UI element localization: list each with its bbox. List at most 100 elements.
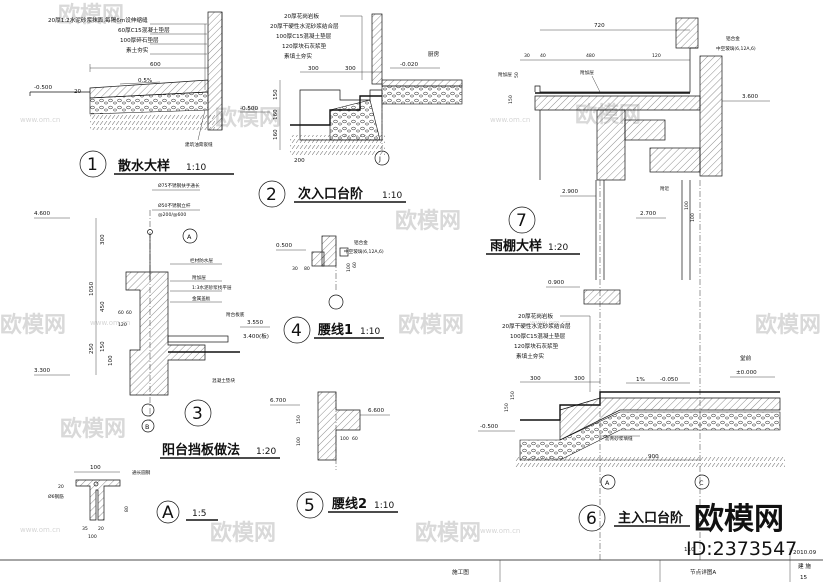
canopy-label-near: 附近: [660, 185, 670, 192]
canopy-label-add: 附加层: [498, 71, 512, 78]
step2-level-indoor: -0.020: [400, 62, 418, 68]
main-step-layer-4: 120厚块石灰浆垫: [514, 342, 559, 350]
title-block: 施工图 节点详图A 110 2010.09 建 施 15: [0, 547, 823, 582]
watermark-url: www.om.cn: [490, 116, 530, 124]
apron-dim-20: 20: [74, 89, 82, 95]
step2-layer-1: 20厚花岗岩板: [284, 12, 319, 20]
parapet-dim-150: 150: [100, 341, 106, 352]
detail-3-scale: 1:20: [256, 447, 276, 457]
step2-dim-riser2: 160: [273, 109, 279, 120]
step2-dim-base: 200: [294, 158, 305, 164]
detail-7-number: 7: [516, 211, 527, 231]
step2-axis-bubble: [374, 150, 390, 166]
waist1-dim-100: 100: [346, 263, 352, 272]
canopy-level-top: 3.600: [742, 94, 758, 100]
title-drawing-name: 节点详图A: [690, 568, 716, 576]
detail-4-badge: [283, 316, 311, 344]
watermark-url: www.om.cn: [20, 526, 60, 534]
main-step-note: 沥青砂浆填缝: [605, 435, 633, 442]
main-step-room: 堂前: [740, 354, 752, 362]
watermark-text: 欧模网: [395, 208, 461, 234]
detail-2-scale: 1:10: [382, 191, 402, 201]
watermark-text: 欧模网: [0, 312, 66, 338]
waist1-dim-80: 80: [304, 266, 310, 272]
apron-layer-4: 素土夯实: [126, 46, 149, 54]
main-step-dim-150b: 150: [510, 391, 516, 400]
step2-room: 厨房: [428, 50, 440, 58]
detailA-dim-35: 35: [82, 526, 88, 532]
step2-level-outdoor: -0.500: [240, 106, 258, 112]
watermark-text: 欧模网: [215, 105, 281, 131]
detail-1-apron: 20厚1:2水泥砂浆抹面,每隔6m设伸缩缝 60厚C15混凝土垫层 100厚碎石…: [29, 11, 234, 178]
apron-note: 建筑油膏嵌缝: [185, 141, 213, 148]
step2-dim-tread1: 300: [308, 66, 319, 72]
detailA-dim-80: 80: [124, 506, 130, 512]
parapet-level-board: 3.400(板): [243, 332, 269, 340]
parapet-axis-bubble-b2: [141, 419, 155, 433]
apron-slope: 0.5%: [138, 78, 152, 84]
detail-6-title: 主入口台阶: [618, 510, 684, 526]
detail-5-waistline-2: 6.700 6.600 150 100 100 60 5 腰线2 1:10: [270, 391, 398, 519]
detail-7-scale: 1:20: [548, 243, 568, 253]
canopy-frame: 铝合金: [726, 35, 740, 42]
canopy-dim-30: 30: [524, 53, 530, 59]
detail-1-badge: [79, 150, 107, 178]
detail-2-title: 次入口台阶: [298, 186, 364, 202]
parapet-label-1: Ø75不锈钢扶手通长: [158, 182, 200, 189]
detail-2-badge: [258, 180, 286, 208]
step2-layer-2: 20厚干硬性水泥砂浆结合层: [270, 22, 339, 30]
apron-layer-1: 20厚1:2水泥砂浆抹面,每隔6m设伸缩缝: [48, 16, 148, 24]
detail-1-title: 散水大样: [118, 158, 170, 174]
step2-layer-4: 120厚块石灰浆垫: [282, 42, 327, 50]
waist1-frame: 铝合金: [354, 239, 368, 246]
canopy-dim-480: 480: [586, 53, 595, 59]
detailA-label-rod: 通长圆钢: [132, 469, 151, 476]
detailA-dim-20b: 20: [98, 526, 104, 532]
detailA-dim-100b: 100: [88, 534, 97, 540]
parapet-level-slab: 3.550: [247, 320, 263, 326]
canopy-label-add2: 附加层: [580, 69, 594, 76]
detailA-dim-100: 100: [90, 465, 101, 471]
detail-3-badge: [184, 399, 212, 427]
parapet-level-bottom: 3.300: [34, 368, 50, 374]
waist1-dim-30: 30: [292, 266, 298, 272]
apron-width-dim: 600: [150, 62, 161, 68]
canopy-level-mid: 2.900: [562, 189, 578, 195]
apron-layer-2: 60厚C15混凝土垫层: [118, 26, 170, 34]
canopy-dim-100a: 100: [684, 201, 690, 210]
detail-5-scale: 1:10: [374, 501, 394, 511]
detail-7-canopy: 720 30 40 480 120 附加层 附加层 铝合金 中空玻璃(6,12A…: [486, 17, 770, 560]
watermark-url: www.om.cn: [480, 527, 520, 535]
parapet-axis-bottom: B: [145, 423, 149, 431]
brand-logo-text: 欧模网: [694, 502, 784, 537]
detail-3-title: 阳台挡板做法: [162, 442, 240, 458]
title-project-code: 110: [684, 547, 695, 553]
main-step-dim-900: 900: [648, 454, 659, 460]
parapet-dim-120: 120: [118, 322, 127, 328]
parapet-label-9: 混凝土垫块: [212, 377, 235, 384]
watermark-url: www.om.cn: [530, 319, 570, 327]
watermark-text: 欧模网: [58, 2, 124, 28]
parapet-label-6: 1:3水泥砂浆找平层: [192, 284, 232, 291]
main-step-layer-1: 20厚花岗岩板: [518, 312, 553, 320]
canopy-dim-720: 720: [594, 23, 605, 29]
main-step-level-landing: -0.050: [660, 377, 678, 383]
waist2-dim-100: 100: [296, 437, 302, 446]
canopy-glass: 中空玻璃(6,12A,6): [716, 45, 756, 52]
step2-layer-5: 素填土夯实: [284, 52, 312, 60]
waist1-level: 0.500: [276, 243, 292, 249]
watermark-url: www.om.cn: [20, 116, 60, 124]
parapet-dim-60b: 60: [126, 310, 132, 316]
parapet-dim-100: 100: [108, 355, 114, 366]
main-step-level-floor: ±0.000: [736, 370, 757, 376]
watermark-text: 欧模网: [398, 312, 464, 338]
main-step-layer-2: 20厚干硬性水泥砂浆结合层: [502, 322, 571, 330]
title-stage: 施工图: [452, 568, 469, 576]
detail-7-title: 雨棚大样: [490, 238, 542, 254]
canopy-level-low: 2.700: [640, 211, 656, 217]
brand-id: ID:2373547: [686, 538, 797, 560]
main-step-axis-a: A: [605, 479, 610, 487]
detail-5-badge: [296, 491, 324, 519]
detailA-label-bar: Ø6钢筋: [48, 493, 64, 500]
parapet-dim-250: 250: [89, 343, 95, 354]
